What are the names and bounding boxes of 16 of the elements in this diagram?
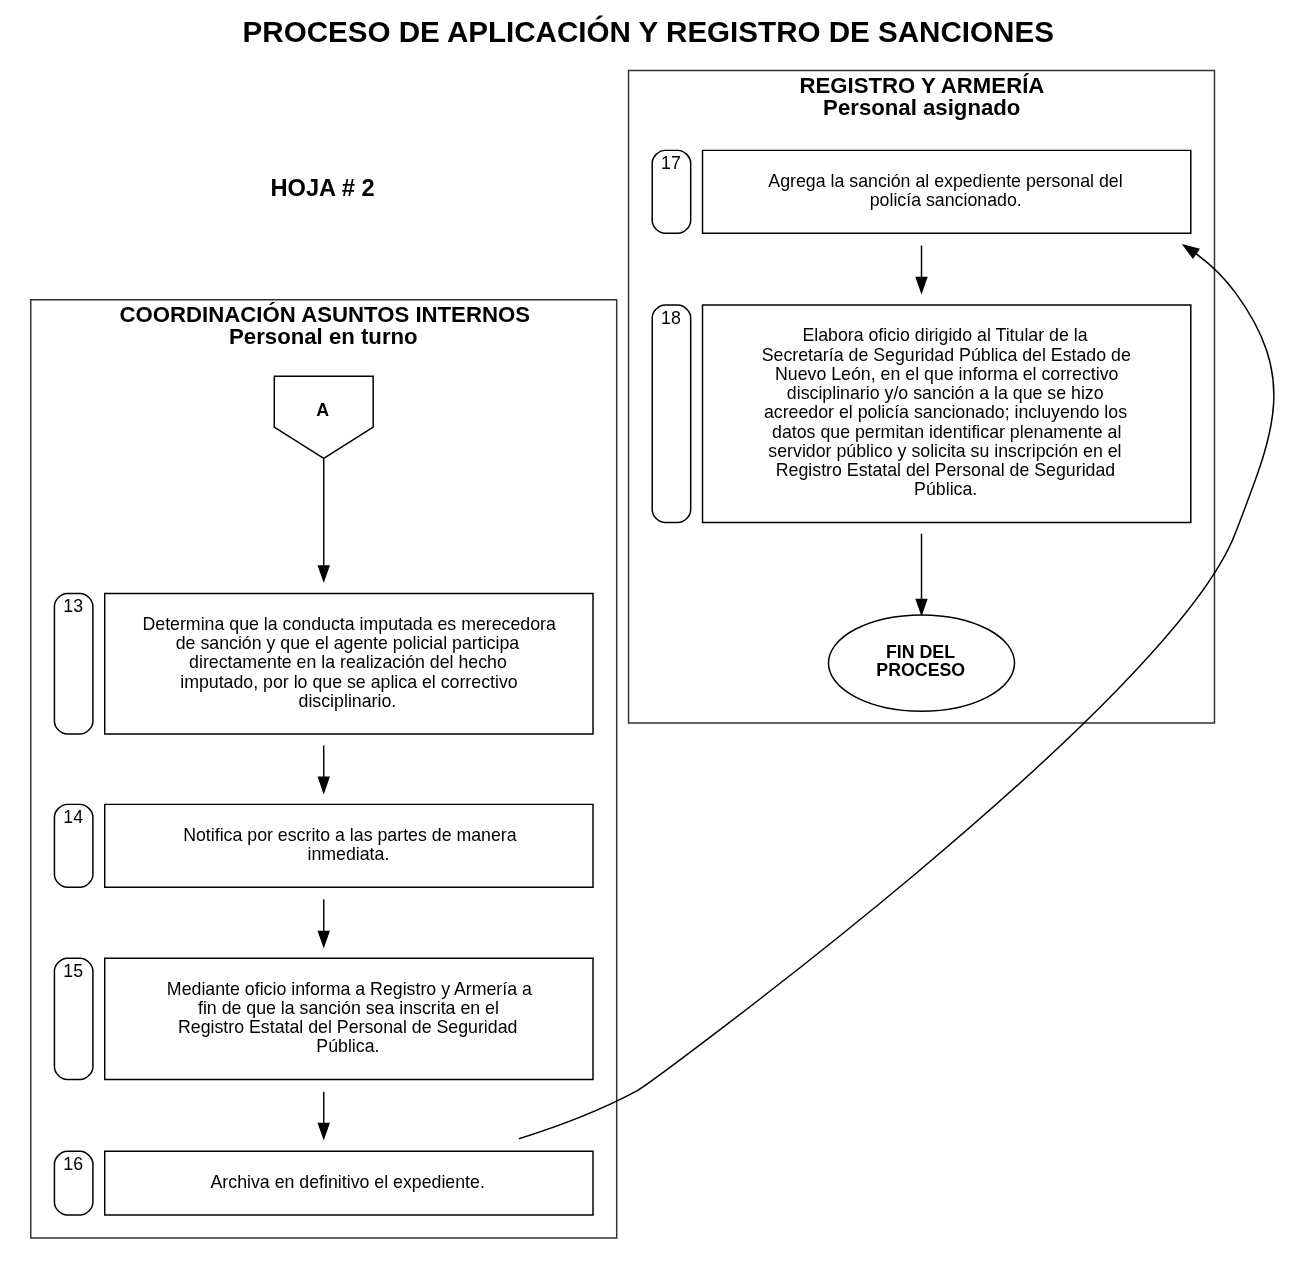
- node-label: 15: [63, 960, 84, 981]
- node-label: 18: [661, 307, 681, 328]
- node-label: 17: [661, 153, 681, 174]
- node-label: 16: [63, 1154, 84, 1174]
- arrow: [317, 744, 330, 795]
- label: HOJA # 2: [270, 174, 375, 201]
- node-label: 13: [63, 596, 84, 617]
- arrow: [915, 532, 928, 617]
- arrow: [317, 898, 330, 949]
- node-label: 14: [63, 807, 84, 828]
- node-ellipse: FIN DEL PROCESO: [827, 614, 1016, 712]
- arrow: [317, 457, 330, 584]
- arrow: [518, 243, 1275, 1140]
- arrow: [317, 1091, 330, 1141]
- diagram-title: PROCESO DE APLICACIÓN Y REGISTRO DE SANCIONES: [242, 15, 1054, 49]
- arrow: [915, 244, 928, 295]
